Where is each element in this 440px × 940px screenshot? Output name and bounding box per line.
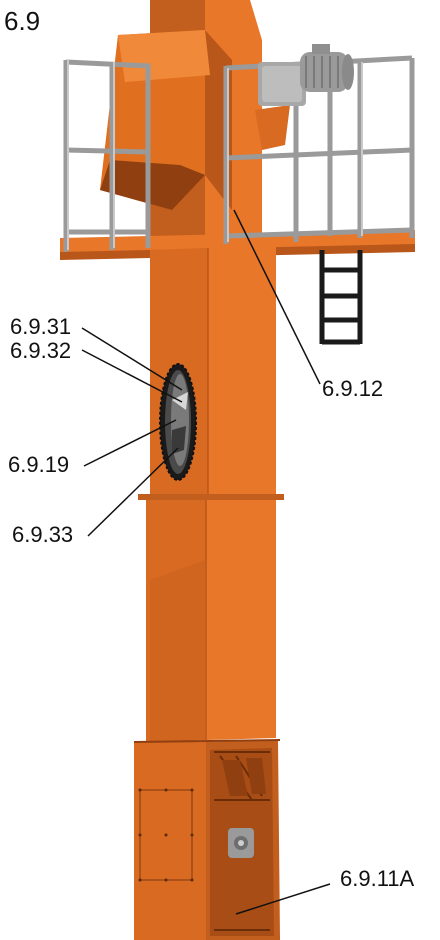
boot-side xyxy=(134,742,206,940)
drive-unit xyxy=(255,44,354,150)
leader-6-9-33 xyxy=(87,447,179,537)
elevator-boot xyxy=(133,739,281,940)
callout-6-9-12: 6.9.12 xyxy=(322,376,383,401)
leader-6-9-11a xyxy=(235,883,331,915)
leader-6-9-19 xyxy=(83,419,177,467)
casing-upper-front xyxy=(208,246,276,498)
motor-terminal-box xyxy=(312,44,330,54)
casing-flange xyxy=(138,494,284,500)
motor-body xyxy=(300,52,348,92)
spout-top-panel xyxy=(118,30,210,82)
service-platform xyxy=(60,55,415,260)
inspection-window xyxy=(159,363,197,481)
casing-lower-front xyxy=(206,500,276,740)
access-ladder xyxy=(319,250,363,345)
elevator-casing xyxy=(138,246,284,742)
elevator-head xyxy=(100,0,262,245)
leader-lines xyxy=(81,209,331,915)
callout-6-9-32: 6.9.32 xyxy=(10,338,71,363)
boot-side-bolts xyxy=(138,788,194,882)
motor-bracket xyxy=(255,105,290,150)
callout-6-9-33: 6.9.33 xyxy=(12,522,73,547)
figure-number: 6.9 xyxy=(4,6,40,36)
leader-6-9-31 xyxy=(81,327,183,391)
discharge-spout-bottom xyxy=(100,160,205,210)
leader-6-9-32 xyxy=(81,349,183,403)
left-railing xyxy=(63,59,151,252)
leader-6-9-12 xyxy=(233,209,321,385)
motor-end-cap xyxy=(342,54,354,90)
callout-6-9-31: 6.9.31 xyxy=(10,314,71,339)
callout-6-9-11a: 6.9.11A xyxy=(340,866,415,891)
callout-6-9-19: 6.9.19 xyxy=(8,452,69,477)
